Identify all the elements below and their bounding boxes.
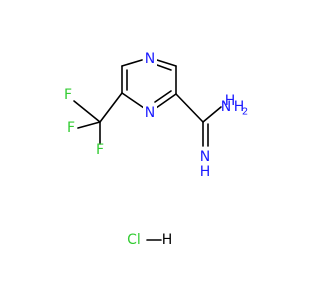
atom-nh2-h2: H [234,99,245,115]
bond-ring-cf3 [99,92,123,123]
pyrazine-ring [121,59,177,109]
atom-nh-n: N [200,149,210,165]
bond-c2-n1 [156,59,177,67]
atom-f1: F [64,87,72,103]
bond-n4-c3-double [154,90,172,103]
molecule-drawing: N N F F F H N H 2 N H Cl H [64,50,248,248]
bond-n4-c3 [155,93,177,109]
atom-n-ring: N [145,105,155,121]
atom-f3: F [96,142,104,158]
atom-nh-h: H [200,164,211,180]
bond-ring-amidine [175,93,204,123]
atom-n-top: N [145,51,155,67]
bond-c5-n4 [121,92,145,109]
structure-canvas: N N F F F H N H 2 N H Cl H [64,50,248,248]
atom-nh2-n: N [221,99,231,115]
salt-cl: Cl [127,232,141,248]
atom-nh2-sub: 2 [242,107,248,118]
cf3-group [73,92,123,145]
bond-c2-n1-double [156,64,172,71]
atom-nh2-h: H [225,93,236,109]
amidine-group [175,93,222,147]
bond-c-f2 [77,121,101,129]
atom-labels: N N F F F H N H 2 N H [64,50,248,180]
bond-c-nh2 [202,106,222,123]
bond-c-f1 [73,100,101,123]
salt-h: H [162,232,173,248]
hcl-salt: Cl H [127,232,172,248]
atom-f2: F [67,120,75,136]
bond-n1-c6 [121,59,143,67]
